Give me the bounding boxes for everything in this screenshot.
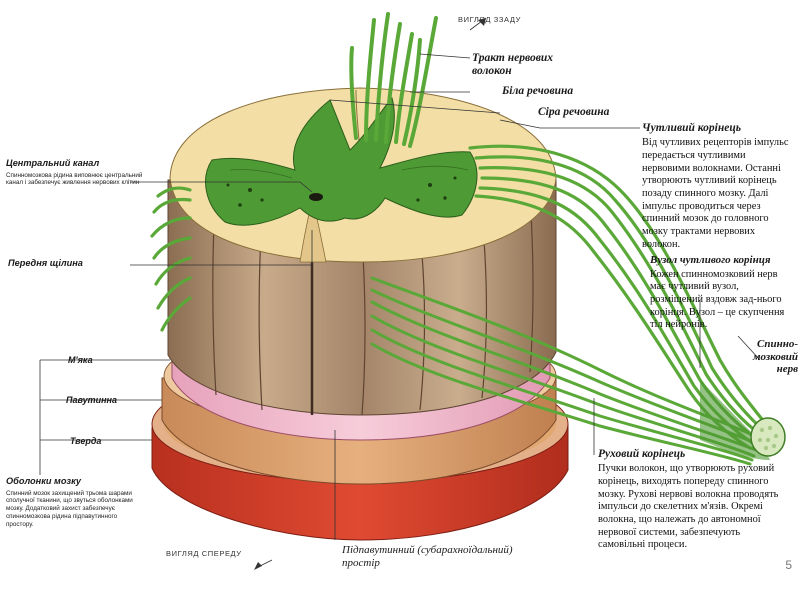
motor-root-title: Руховий корінець [598,448,686,460]
grey-matter-butterfly [205,96,478,226]
ganglion-block: Вузол чутливого корінця Кожен спинномозк… [650,254,792,332]
ganglion-title: Вузол чутливого корінця [650,254,771,266]
pointer-lines [39,17,761,569]
left-rootlets [150,186,192,332]
ganglion-text: Кожен спинномозковий нерв має чутливий в… [650,268,785,331]
view-back-label: ВИГЛЯД ЗЗАДУ [458,15,521,24]
arrow-front [254,562,262,570]
central-canal-title: Центральний канал [6,158,100,168]
arrow-back [478,18,486,26]
sensory-root-block: Чутливий корінець Від чутливих рецепторі… [642,122,792,251]
arachnoid-label: Павутинна [66,395,117,405]
motor-root-block: Руховий корінець Пучки волокон, що утвор… [598,448,784,552]
grey-matter-label: Сіра речовина [538,106,610,118]
motor-root-text: Пучки волокон, що утворюють руховий корі… [598,463,779,551]
meninges-text: Спинний мозок захищений трьома шарами сп… [6,489,133,529]
page-number: 5 [785,558,792,572]
meninges-title: Оболонки мозку [6,476,81,486]
central-canal-text: Спинномозкова рідина виповнює центральни… [6,171,143,187]
meninges-block: Оболонки мозку Спинний мозок захищений т… [6,476,146,529]
sensory-root-title: Чутливий корінець [642,122,741,134]
sensory-root-text: Від чутливих рецепторів імпульс передаєт… [642,137,789,250]
tract-label: Тракт нервових волокон [472,52,553,78]
central-canal-block: Центральний канал Спинномозкова рідина в… [6,158,146,187]
nerve-tract-fibers [349,12,438,148]
white-matter-label: Біла речовина [502,85,574,97]
dura-label: Тверда [70,436,102,446]
pia-label: М'яка [68,355,93,365]
view-front-label: ВИГЛЯД СПЕРЕДУ [166,549,242,558]
subarachnoid-label: Підпавутинний (субарахноїдальний) прості… [342,544,513,569]
anterior-fissure-label: Передня щілина [8,258,83,268]
spinal-nerve-trunk [700,380,786,460]
spinal-nerve-label: Спинно-мозковий нерв [753,338,798,376]
